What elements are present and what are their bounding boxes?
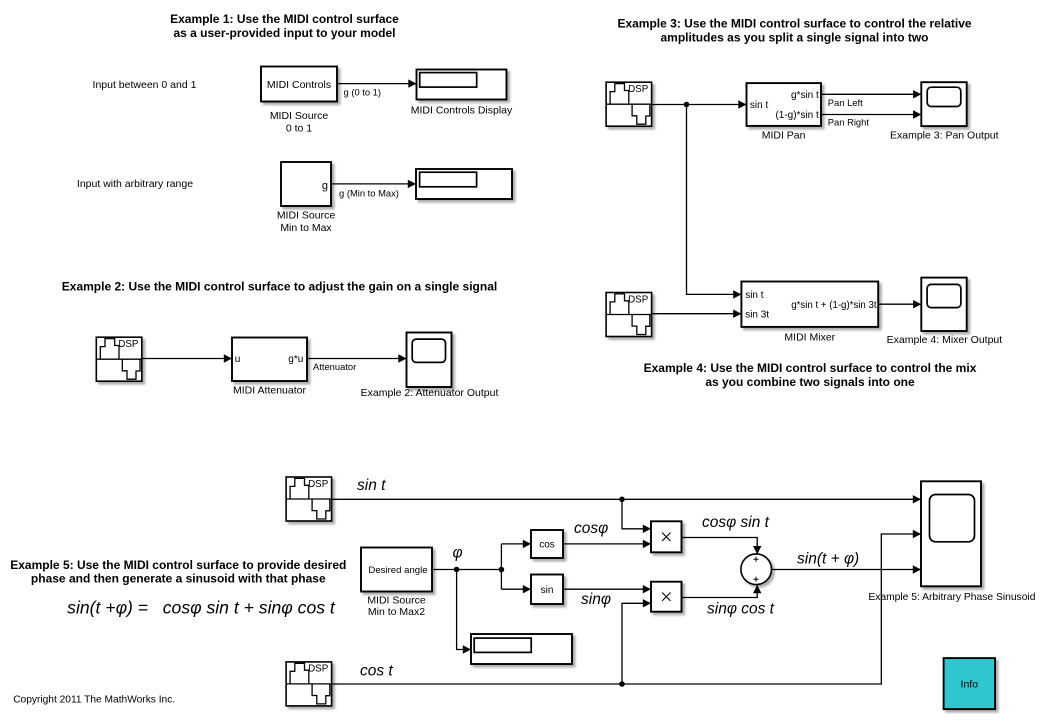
svg-text:as a user-provided input to yo: as a user-provided input to your model <box>173 26 395 40</box>
svg-text:DSP: DSP <box>628 294 649 305</box>
svg-text:MIDI Pan: MIDI Pan <box>762 129 806 141</box>
svg-text:0 to 1: 0 to 1 <box>286 123 312 135</box>
svg-text:sin t: sin t <box>750 100 769 111</box>
svg-text:sin(t + φ): sin(t + φ) <box>797 551 859 568</box>
svg-text:DSP: DSP <box>308 664 329 675</box>
svg-text:sin t: sin t <box>745 290 764 301</box>
svg-text:Min to Max: Min to Max <box>280 222 332 234</box>
svg-text:MIDI Mixer: MIDI Mixer <box>784 331 835 343</box>
svg-text:Example 5: Arbitrary Phase Sin: Example 5: Arbitrary Phase Sinusoid <box>868 592 1035 603</box>
svg-text:sin: sin <box>541 585 554 596</box>
svg-text:Example 2: Attenuator Output: Example 2: Attenuator Output <box>361 387 499 399</box>
svg-text:as you combine two signals int: as you combine two signals into one <box>705 375 915 389</box>
svg-text:DSP: DSP <box>308 479 329 490</box>
svg-text:MIDI Source: MIDI Source <box>277 209 336 221</box>
svg-text:cosφ sin t: cosφ sin t <box>702 514 770 531</box>
svg-text:g*u: g*u <box>288 354 303 365</box>
svg-text:Example 2: Use the MIDI contro: Example 2: Use the MIDI control surface … <box>62 280 497 294</box>
svg-text:Example 5: Use the MIDI contro: Example 5: Use the MIDI control surface … <box>10 558 346 572</box>
svg-text:φ: φ <box>453 545 463 562</box>
svg-text:sin t: sin t <box>357 477 386 494</box>
svg-text:phase and then generate a sinu: phase and then generate a sinusoid with … <box>31 572 326 586</box>
svg-text:Example 3: Use the MIDI contro: Example 3: Use the MIDI control surface … <box>617 16 971 30</box>
svg-text:Desired angle: Desired angle <box>368 565 427 576</box>
svg-text:sinφ: sinφ <box>581 591 611 608</box>
svg-text:Example 3: Pan Output: Example 3: Pan Output <box>890 129 999 141</box>
svg-text:Example 4: Mixer Output: Example 4: Mixer Output <box>887 334 1003 346</box>
svg-text:Example 4: Use the MIDI contro: Example 4: Use the MIDI control surface … <box>644 361 977 375</box>
svg-text:Example 1: Use the MIDI contro: Example 1: Use the MIDI control surface <box>170 12 399 26</box>
svg-text:MIDI Attenuator: MIDI Attenuator <box>233 385 306 397</box>
svg-text:cosφ: cosφ <box>574 520 608 537</box>
svg-text:MIDI Source: MIDI Source <box>270 110 329 122</box>
svg-text:sin(t +φ) = cosφ sin t + sin: sin(t +φ) = cosφ sin t + sinφ cos t <box>67 598 336 618</box>
svg-text:DSP: DSP <box>628 84 649 95</box>
svg-text:MIDI Source: MIDI Source <box>367 595 426 607</box>
svg-text:cos t: cos t <box>360 663 393 680</box>
svg-text:g*sin t + (1-g)*sin 3t: g*sin t + (1-g)*sin 3t <box>791 300 877 311</box>
svg-text:Info: Info <box>961 678 979 690</box>
svg-text:Input between 0 and 1: Input between 0 and 1 <box>93 79 197 91</box>
svg-text:amplitudes as you split a sing: amplitudes as you split a single signal … <box>660 30 928 44</box>
svg-text:Attenuator: Attenuator <box>313 361 356 372</box>
svg-text:g*sin t: g*sin t <box>791 90 819 101</box>
svg-text:g (0 to 1): g (0 to 1) <box>344 86 382 97</box>
svg-text:DSP: DSP <box>118 339 139 350</box>
svg-text:Pan Left: Pan Left <box>828 97 863 108</box>
svg-text:sinφ cos t: sinφ cos t <box>707 601 775 618</box>
svg-text:cos: cos <box>539 539 555 550</box>
svg-text:Input with arbitrary range: Input with arbitrary range <box>77 178 193 190</box>
svg-text:g: g <box>322 180 328 192</box>
svg-text:Pan Right: Pan Right <box>828 117 870 128</box>
svg-text:u: u <box>235 354 241 365</box>
svg-text:MIDI Controls Display: MIDI Controls Display <box>411 105 513 117</box>
svg-text:sin 3t: sin 3t <box>745 310 769 321</box>
svg-text:(1-g)*sin t: (1-g)*sin t <box>775 110 819 121</box>
svg-text:Min to Max2: Min to Max2 <box>368 606 425 618</box>
svg-text:g (Min to Max): g (Min to Max) <box>339 187 399 198</box>
svg-text:Copyright 2011 The MathWorks I: Copyright 2011 The MathWorks Inc. <box>13 695 175 706</box>
svg-text:MIDI Controls: MIDI Controls <box>267 79 331 91</box>
